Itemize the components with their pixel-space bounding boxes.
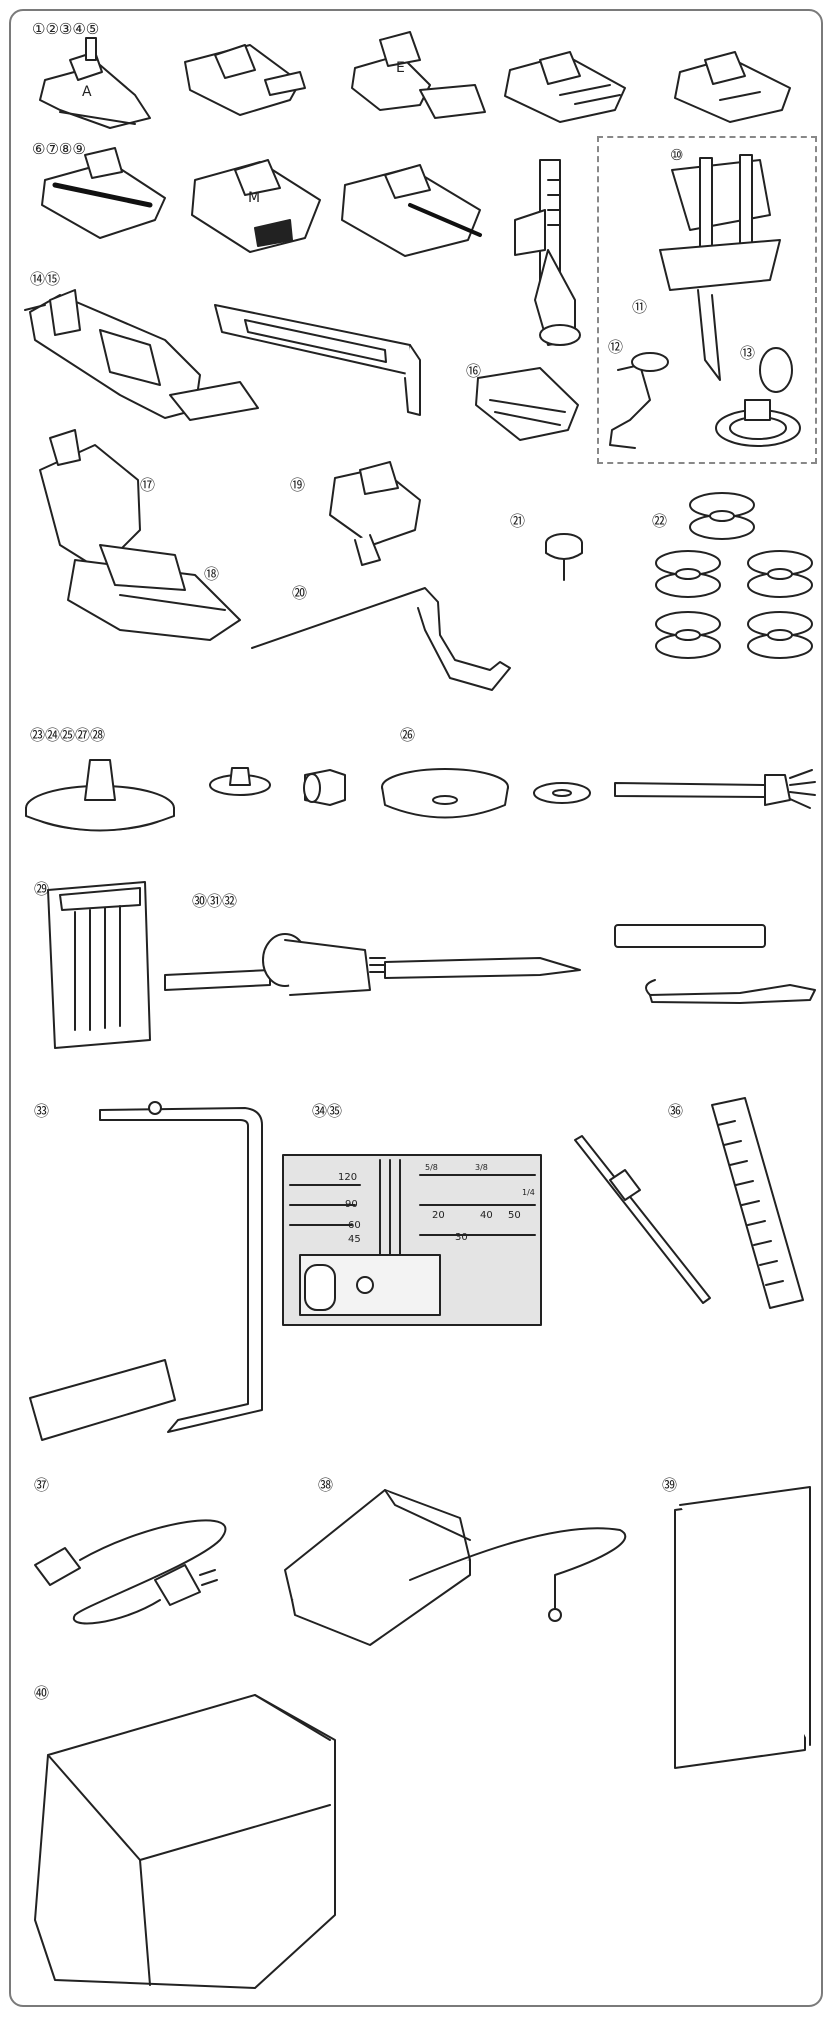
label-items-34-35: ㉞㉟ (312, 1102, 343, 1120)
page-border (9, 9, 823, 2007)
label-item-40: ㊵ (34, 1684, 50, 1702)
plate-mark-40: 40 (480, 1210, 493, 1221)
spool-pin-icon (614, 769, 816, 809)
plate-mark-45: 45 (348, 1234, 361, 1245)
dashed-group-box (597, 136, 817, 464)
presser-foot-c-icon (41, 147, 166, 239)
label-item-29: ㉙ (34, 880, 50, 898)
closed-toe-foot-attachment-icon (715, 347, 801, 447)
stitch-in-the-ditch-foot-icon (329, 461, 421, 566)
label-items-1-to-5: ①②③④⑤ (32, 20, 100, 38)
walking-foot-icon (24, 289, 259, 421)
large-spool-holder-icon (25, 759, 175, 832)
power-cord-icon (34, 1519, 227, 1625)
stitch-plate-icon: 120 90 60 45 20 40 50 30 5/8 3/8 1/4 (282, 1154, 542, 1326)
lint-brush-icon (369, 957, 581, 979)
plate-mark-50: 50 (508, 1210, 521, 1221)
plate-mark-30: 30 (455, 1232, 468, 1243)
felt-washer-icon (533, 782, 591, 804)
darning-foot-icon (514, 159, 581, 346)
presser-foot-zipper-icon (341, 164, 482, 257)
label-item-18: ⑱ (204, 565, 220, 583)
plate-mark-20: 20 (432, 1210, 445, 1221)
bobbins-icon (655, 492, 813, 659)
label-item-10: ⑩ (670, 146, 684, 164)
free-motion-quilting-foot-icon (659, 154, 781, 381)
label-item-37: ㊲ (34, 1476, 50, 1494)
label-items-30-to-32: ㉚㉛㉜ (192, 892, 238, 910)
presser-foot-d-icon (184, 44, 306, 116)
narrow-rolled-hem-foot-icon (475, 367, 579, 441)
plate-mark-60: 60 (348, 1220, 361, 1231)
foot-letter-m: M (248, 190, 260, 206)
spool-holder-cap-icon (303, 769, 346, 806)
small-spool-holder-icon (209, 767, 271, 796)
knee-lifter-icon (29, 1101, 263, 1441)
measuring-tape-icon (711, 1097, 804, 1309)
foot-control-icon (284, 1489, 627, 1646)
foot-letter-a: A (82, 84, 92, 100)
spool-stand-base-icon (381, 768, 509, 819)
label-item-21: ㉑ (510, 512, 526, 530)
open-toe-foot-attachment-icon (609, 352, 669, 449)
label-items-23-to-28: ㉓㉔㉕㉗㉘ (30, 726, 106, 744)
label-item-17: ⑰ (140, 476, 156, 494)
quilt-guide-bar-icon (214, 304, 421, 416)
foot-letter-e: E (396, 60, 405, 76)
plate-mark-90: 90 (345, 1199, 358, 1210)
label-item-38: ㊳ (318, 1476, 334, 1494)
presser-foot-a-icon: A (39, 37, 151, 129)
instruction-manual-icon (674, 1486, 811, 1769)
label-item-19: ⑲ (290, 476, 306, 494)
label-item-26: ㉖ (400, 726, 416, 744)
presser-foot-m-icon: M (191, 159, 321, 253)
presser-foot-f-icon (504, 51, 626, 123)
label-item-16: ⑯ (466, 362, 482, 380)
plate-mark-1-4: 1/4 (522, 1188, 535, 1197)
dust-cover-icon (34, 1694, 336, 1989)
dual-feed-foot-icon (39, 429, 241, 641)
plate-mark-120: 120 (338, 1172, 357, 1183)
seam-ripper-icon (645, 979, 816, 1004)
label-item-22: ㉒ (652, 512, 668, 530)
label-item-13: ⑬ (740, 344, 756, 362)
label-item-11: ⑪ (632, 298, 648, 316)
screwdriver-icon (164, 933, 371, 996)
plate-mark-3-8: 3/8 (475, 1163, 488, 1172)
presser-foot-g-icon (674, 51, 791, 123)
needle-set-icon (47, 881, 151, 1049)
label-item-20: ⑳ (292, 584, 308, 602)
presser-foot-e-icon: E (351, 31, 486, 119)
plate-mark-5-8: 5/8 (425, 1163, 438, 1172)
label-item-33: ㉝ (34, 1102, 50, 1120)
label-item-39: ㊴ (662, 1476, 678, 1494)
label-item-12: ⑫ (608, 338, 624, 356)
touch-pen-icon (574, 1135, 711, 1304)
cleaner-tube-icon (614, 924, 766, 948)
spool-cushion-icon (545, 533, 583, 581)
label-item-36: ㊱ (668, 1102, 684, 1120)
label-items-6-to-9: ⑥⑦⑧⑨ (32, 140, 86, 158)
seam-guide-icon (251, 587, 511, 691)
label-items-14-15: ⑭⑮ (30, 270, 61, 288)
